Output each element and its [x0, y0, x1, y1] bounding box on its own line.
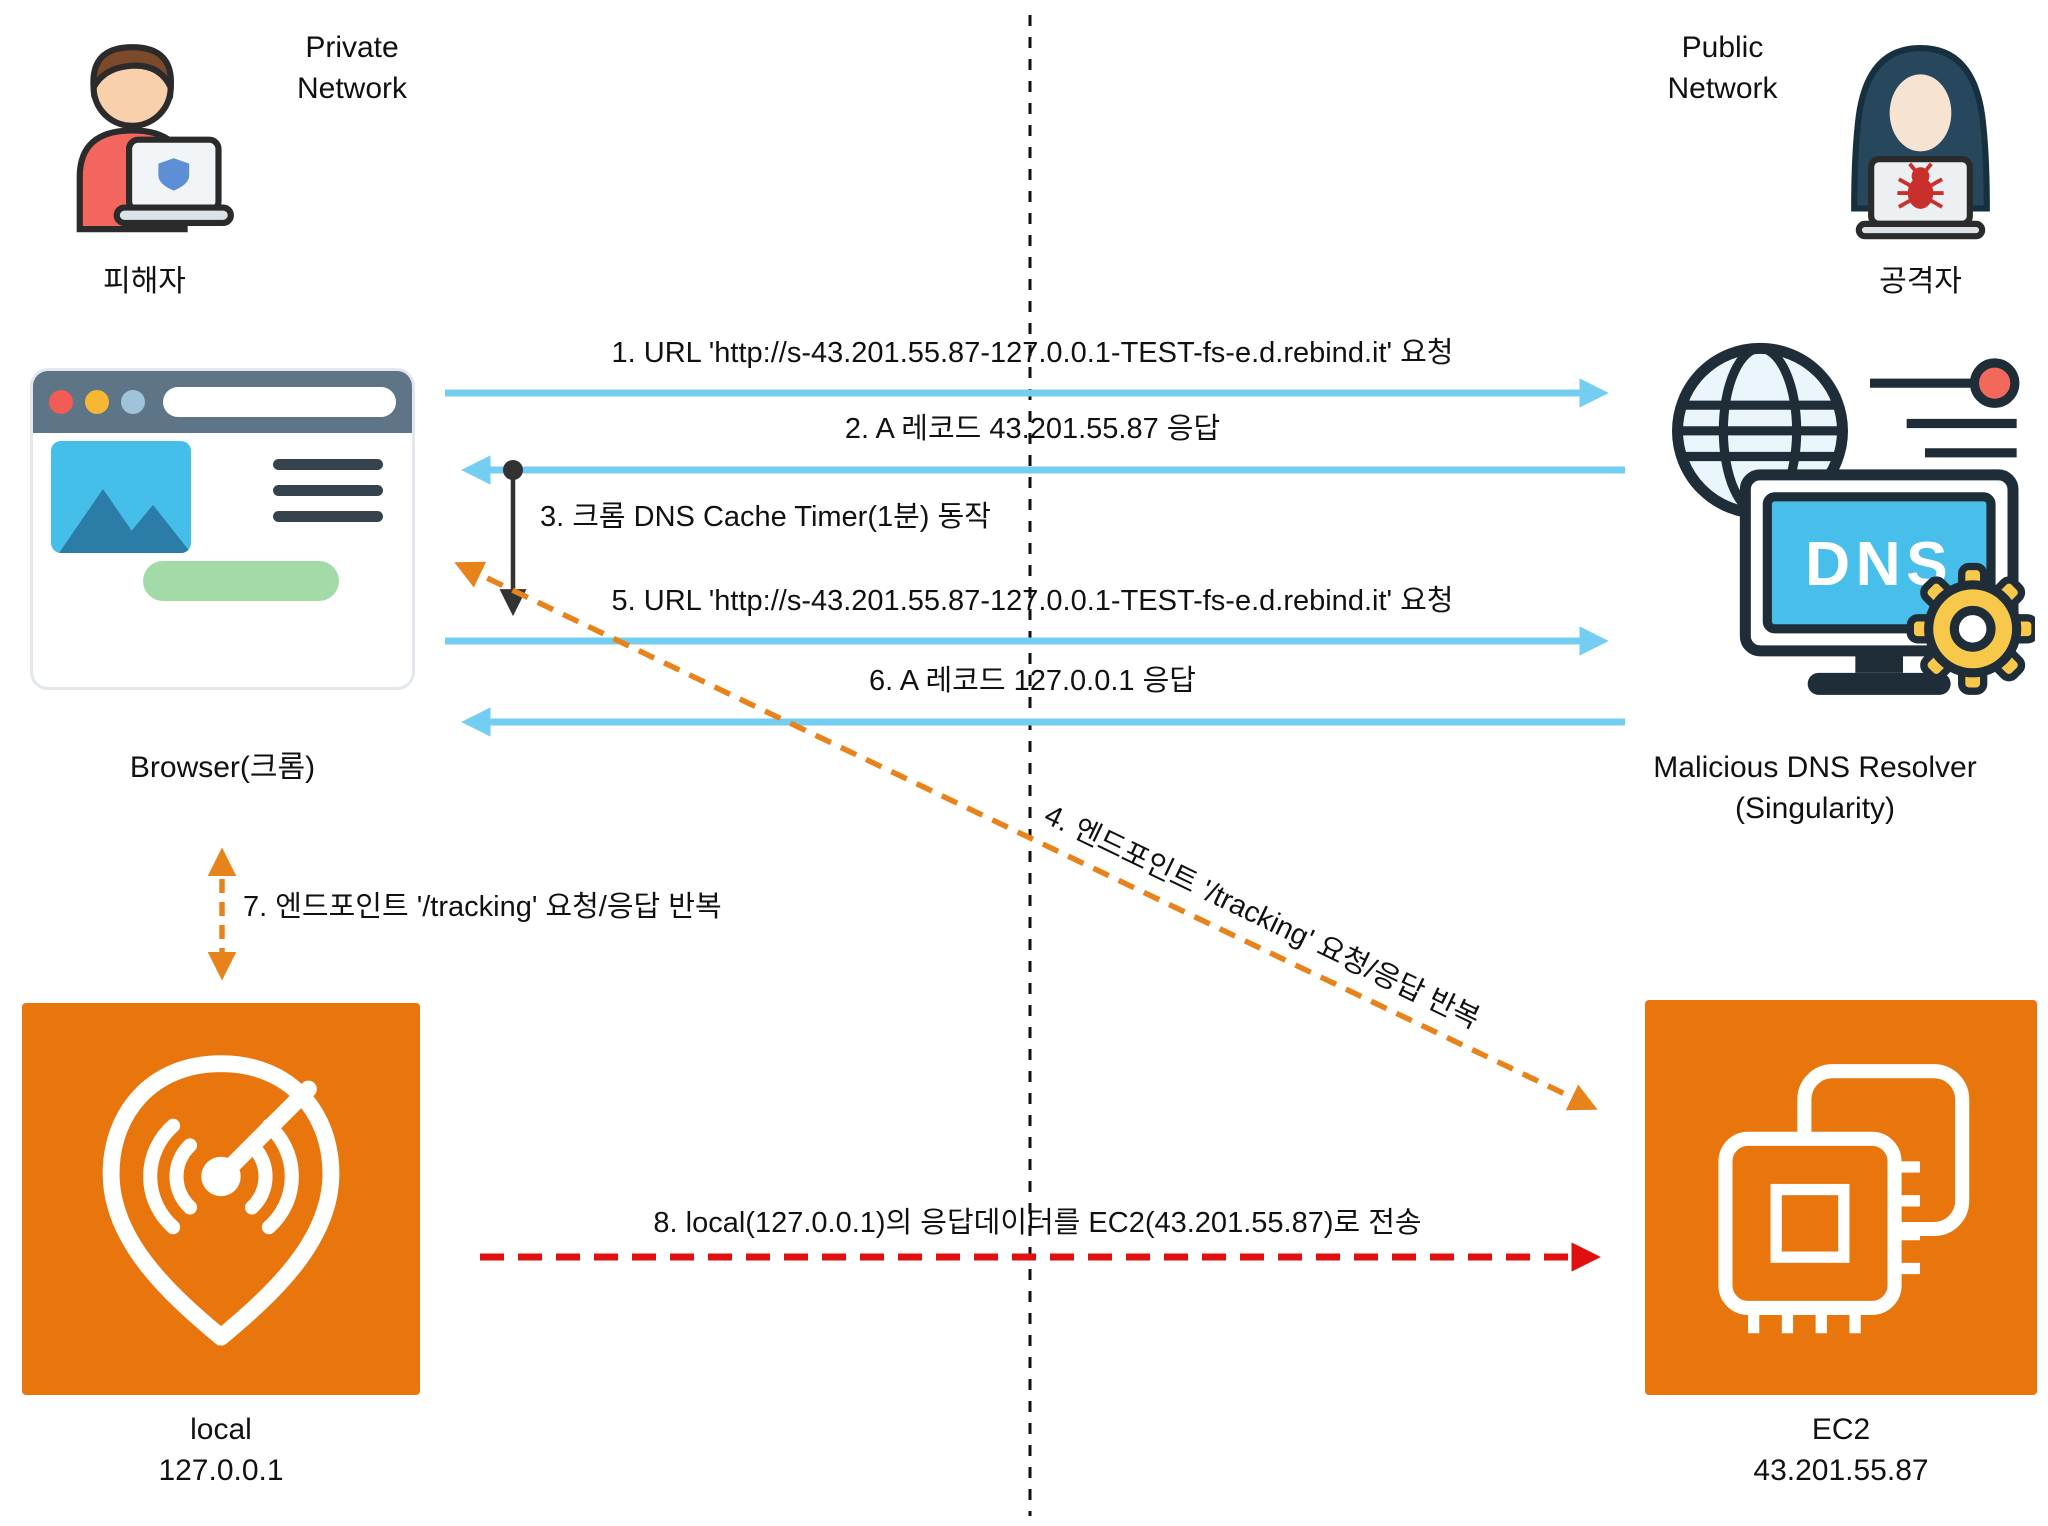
step2-label: 2. A 레코드 43.201.55.87 응답: [844, 413, 1221, 445]
browser-content: [33, 433, 412, 687]
gear-icon: [1906, 562, 2039, 695]
browser-icon: [30, 368, 415, 690]
image-placeholder-icon: [51, 441, 191, 553]
button-placeholder-icon: [143, 561, 339, 601]
victim-icon: [52, 8, 237, 256]
step5-label: 5. URL 'http://s-43.201.55.87-127.0.0.1-…: [611, 585, 1454, 617]
chip-icon: [1718, 1063, 1970, 1333]
close-dot-icon: [49, 390, 73, 414]
attacker-icon: [1828, 12, 2013, 260]
local-service-box: [22, 1003, 420, 1395]
step8-label: 8. local(127.0.0.1)의 응답데이터를 EC2(43.201.5…: [653, 1207, 1422, 1239]
person-laptop-icon: [76, 44, 234, 233]
maximize-dot-icon: [121, 390, 145, 414]
dns-resolver-icon: DNS: [1650, 328, 2039, 728]
text-lines-icon: [273, 459, 383, 537]
victim-label: 피해자: [103, 265, 186, 298]
step3-start-dot: [503, 460, 523, 480]
address-bar: [163, 387, 396, 417]
attacker-label: 공격자: [1879, 265, 1962, 298]
step1-label: 1. URL 'http://s-43.201.55.87-127.0.0.1-…: [611, 337, 1454, 369]
ec2-label: EC2 43.201.55.87: [1753, 1413, 1929, 1487]
shield-icon: [158, 158, 190, 191]
browser-label: Browser(크롬): [129, 751, 316, 784]
step4-label: 4. 엔드포인트 '/tracking' 요청/응답 반복: [1039, 799, 1484, 1035]
bug-icon: [1897, 162, 1944, 209]
dns-server-icon: DNS: [1672, 342, 2039, 695]
ec2-box: [1645, 1000, 2037, 1395]
public-network-label: Public Network: [1667, 31, 1778, 105]
step6-label: 6. A 레코드 127.0.0.1 응답: [869, 665, 1196, 697]
location-pin-icon: [102, 1055, 340, 1346]
step3-label: 3. 크롬 DNS Cache Timer(1분) 동작: [540, 501, 991, 533]
private-network-label: Private Network: [296, 31, 408, 105]
minimize-dot-icon: [85, 390, 109, 414]
circuit-node-icon: [1969, 358, 2020, 408]
hacker-laptop-icon: [1851, 45, 1990, 240]
local-service-label: local 127.0.0.1: [158, 1413, 284, 1487]
arrow-step4: [454, 561, 1598, 1111]
dns-resolver-label: Malicious DNS Resolver (Singularity): [1653, 751, 1977, 825]
browser-titlebar: [33, 371, 412, 433]
step7-label: 7. 엔드포인트 '/tracking' 요청/응답 반복: [243, 891, 722, 923]
